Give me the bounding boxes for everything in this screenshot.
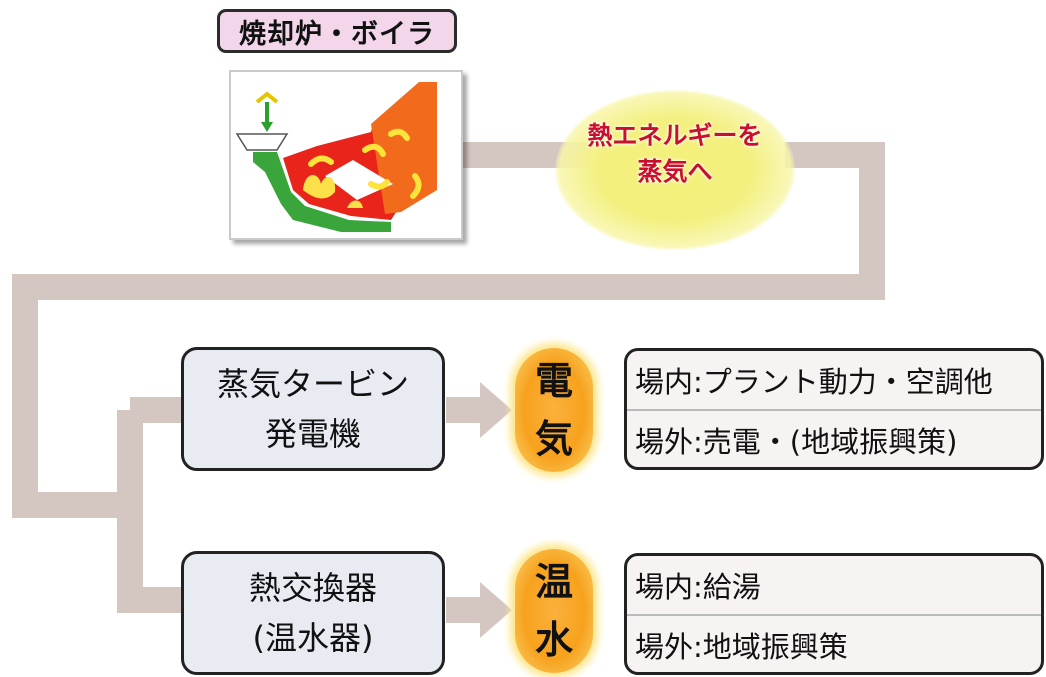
pipe-main-loop bbox=[12, 142, 885, 518]
incinerator-boiler-title: 焼却炉・ボイラ bbox=[217, 9, 457, 53]
arrowhead-exchanger bbox=[480, 582, 512, 638]
hot-water-char-1: 温 bbox=[534, 560, 573, 604]
hot-water-char-2: 水 bbox=[534, 618, 573, 662]
flame-icon bbox=[303, 174, 363, 208]
electricity-char-2: 気 bbox=[534, 417, 573, 461]
incinerator-illustration bbox=[229, 70, 463, 240]
hot-water-offsite-use: 場外:地域振興策 bbox=[635, 630, 848, 664]
hot-water-onsite-use: 場内:給湯 bbox=[627, 556, 1041, 616]
electricity-char-1: 電 bbox=[534, 359, 573, 403]
steam-turbine-generator-box: 蒸気タービン 発電機 bbox=[181, 347, 445, 471]
exchanger-line-2: (温水器) bbox=[252, 619, 374, 657]
hot-water-usage-box: 場内:給湯 場外:地域振興策 bbox=[624, 553, 1044, 675]
waste-hopper-icon bbox=[235, 133, 289, 151]
heat-to-steam-label: 熱エネルギーを 蒸気へ bbox=[555, 118, 795, 190]
heat-to-steam-bubble bbox=[555, 90, 795, 250]
electricity-badge: 電 気 bbox=[515, 348, 593, 472]
electricity-usage-box: 場内:プラント動力・空調他 場外:売電・(地域振興策) bbox=[624, 348, 1044, 470]
turbine-line-2: 発電機 bbox=[264, 415, 361, 453]
bubble-line-2: 蒸気へ bbox=[637, 157, 713, 186]
waste-input-arrow-icon bbox=[255, 91, 279, 132]
pipe-branch-turbine bbox=[117, 410, 182, 613]
exchanger-line-1: 熱交換器 bbox=[248, 569, 377, 607]
heat-exchanger-box: 熱交換器 (温水器) bbox=[181, 551, 445, 675]
turbine-line-1: 蒸気タービン bbox=[216, 365, 409, 403]
feed-chute-icon bbox=[253, 152, 391, 232]
hot-water-badge: 温 水 bbox=[515, 549, 593, 673]
arrowhead-turbine bbox=[480, 382, 512, 438]
electricity-offsite-use: 場外:売電・(地域振興策) bbox=[635, 425, 958, 459]
bubble-line-1: 熱エネルギーを bbox=[587, 121, 763, 150]
electricity-onsite-use: 場内:プラント動力・空調他 bbox=[627, 351, 1041, 411]
